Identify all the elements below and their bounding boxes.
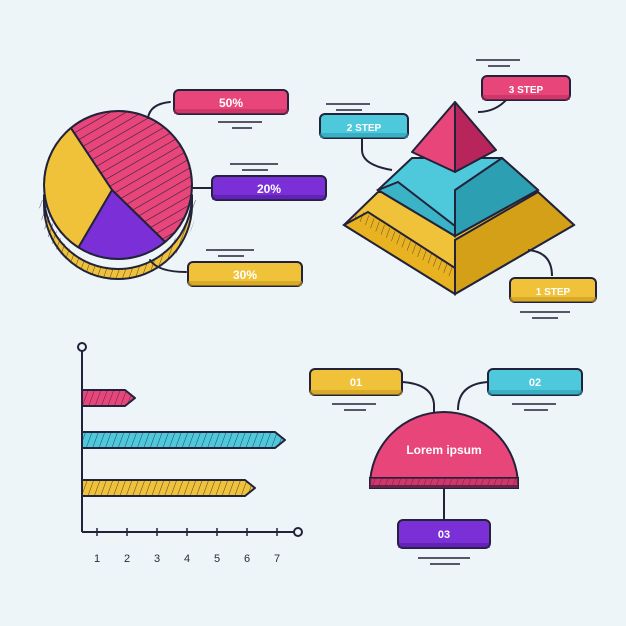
pyramid-label-3-text: 3 STEP [509,85,544,96]
pie-connectors [147,101,213,273]
semicircle-shape [369,411,519,487]
pie-label-30: 30% [187,249,303,287]
x-tick-label-3: 3 [154,553,160,565]
pyramid-label-1: 1 STEP [509,277,597,319]
semicircle-item-01-text: 01 [350,377,362,389]
bar-2-hatch [82,432,285,448]
pyramid-label-2: 2 STEP [319,103,409,139]
semicircle-item-02-text: 02 [529,377,541,389]
pie-slice-1-hatch [70,111,192,243]
bar-3-hatch [82,480,255,496]
y-axis-cap [77,342,87,352]
pie-label-50-text: 50% [219,96,243,110]
pyramid-chart [342,101,576,296]
x-tick-label-2: 2 [124,553,130,565]
pie-label-20-text: 20% [257,182,281,196]
bar-chart: 1 2 3 4 5 6 7 [77,342,303,565]
pie-outline [43,110,193,260]
x-axis-cap [293,527,303,537]
pyramid-label-1-text: 1 STEP [536,287,571,298]
bar-1-hatch [82,390,135,406]
x-tick-label-7: 7 [274,553,280,565]
x-tick-label-4: 4 [184,553,190,565]
pie-label-30-text: 30% [233,268,257,282]
semicircle-item-02: 02 [487,368,583,411]
pie-label-50: 50% [173,89,289,129]
semicircle-item-03: 03 [397,519,491,565]
semicircle-item-01: 01 [309,368,403,411]
semicircle-title: Lorem ipsum [406,443,481,457]
pyramid-label-2-text: 2 STEP [347,123,382,134]
x-tick-label-6: 6 [244,553,250,565]
pyramid-label-3: 3 STEP [476,59,571,101]
x-tick-label-1: 1 [94,553,100,565]
x-tick-label-5: 5 [214,553,220,565]
pie-label-20: 20% [211,163,327,201]
semicircle-diagram: Lorem ipsum 01 02 03 [309,368,583,565]
pie-chart [39,110,197,280]
semicircle-item-03-text: 03 [438,529,450,541]
